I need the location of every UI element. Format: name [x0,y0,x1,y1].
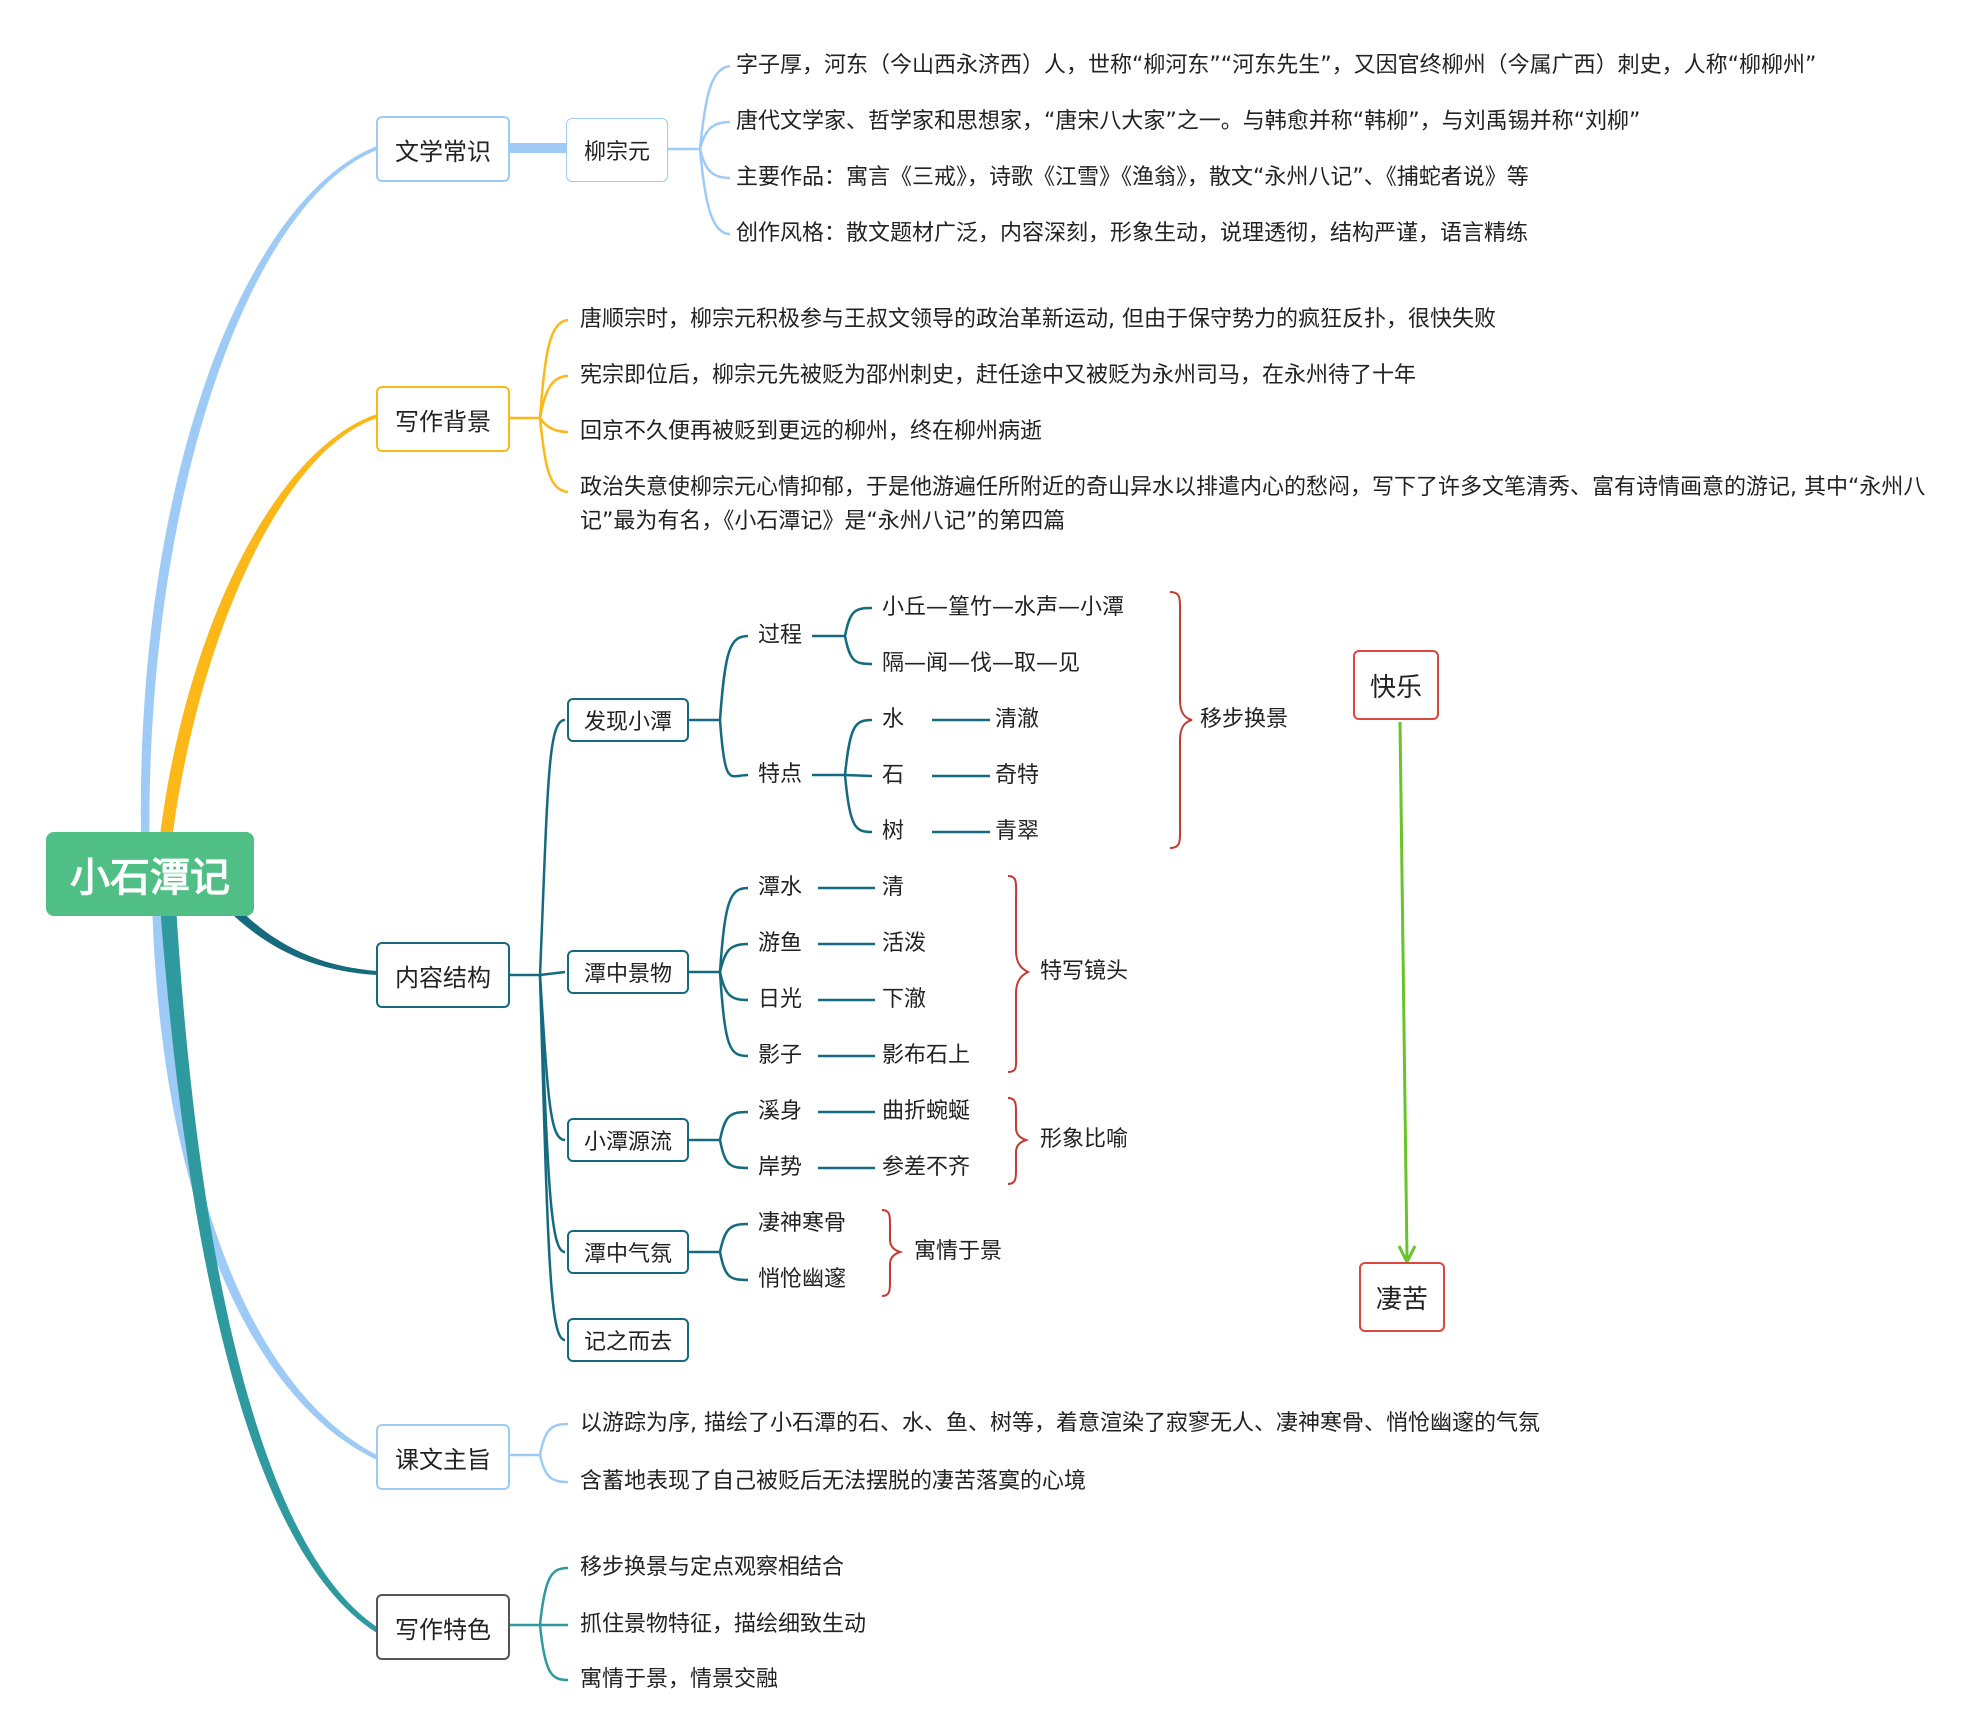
connector-source [689,1110,875,1170]
scene-value: 影布石上 [882,1043,971,1068]
topic-background[interactable]: 写作背景 [376,386,510,452]
feature-key: 树 [882,819,905,844]
scene-key: 日光 [758,987,803,1012]
emotion-to[interactable]: 凄苦 [1359,1262,1445,1332]
feature-value: 奇特 [995,763,1040,788]
section-leave[interactable]: 记之而去 [567,1318,689,1362]
background-item: 宪宗即位后，柳宗元先被贬为邵州刺史，赶任途中又被贬为永州司马，在永州待了十年 [580,363,1417,388]
feature-item: 寓情于景，情景交融 [580,1667,779,1692]
feature-item: 抓住景物特征，描绘细致生动 [580,1612,867,1637]
fact-item: 创作风格：散文题材广泛，内容深刻，形象生动，说理透彻，结构严谨，语言精练 [736,221,1529,246]
scene-key: 潭水 [758,875,803,900]
fact-item: 主要作品：寓言《三戒》，诗歌《江雪》《渔翁》，散文“永州八记”、《捕蛇者说》等 [736,165,1529,190]
scene-value: 活泼 [882,931,927,956]
connector-features [510,1566,569,1682]
section-atmosphere[interactable]: 潭中气氛 [567,1230,689,1274]
feature-value: 青翠 [995,819,1040,844]
atmosphere-item: 悄怆幽邃 [758,1267,847,1292]
feature-item: 移步换景与定点观察相结合 [580,1555,845,1580]
process-item: 隔—闻—伐—取—见 [882,651,1081,676]
topic-literature[interactable]: 文学常识 [376,116,510,182]
topic-author[interactable]: 柳宗元 [566,118,668,182]
topic-structure[interactable]: 内容结构 [376,942,510,1008]
atmosphere-item: 凄神寒骨 [758,1211,847,1236]
scene-value: 下澈 [882,987,927,1012]
topic-theme[interactable]: 课文主旨 [376,1424,510,1490]
section-scene[interactable]: 潭中景物 [567,950,689,994]
emotion-arrow [1398,721,1409,1259]
connector-author-facts [668,64,731,236]
scene-note: 特写镜头 [1040,959,1129,984]
background-item: 政治失意使柳宗元心情抑郁，于是他游遍任所附近的奇山异水以排遣内心的愁闷，写下了许… [580,475,1926,534]
theme-item: 以游踪为序, 描绘了小石潭的石、水、鱼、树等，着意渲染了寂寥无人、凄神寒骨、悄怆… [580,1411,1540,1436]
branch-background [156,414,377,874]
feature-value: 清澈 [995,707,1040,732]
connector-background-items [510,318,569,494]
source-key: 溪身 [758,1099,803,1124]
connector-theme [510,1422,569,1484]
fact-item: 字子厚，河东（今山西永济西）人，世称“柳河东”“河东先生”，又因官终柳州（今属广… [736,53,1817,78]
emotion-from[interactable]: 快乐 [1353,650,1439,720]
feature-key: 水 [882,707,905,732]
theme-item: 含蓄地表现了自己被贬后无法摆脱的凄苦落寞的心境 [580,1469,1087,1494]
root-title[interactable]: 小石潭记 [46,832,254,916]
connector-structure-sections [510,718,566,1342]
background-item: 唐顺宗时，柳宗元积极参与王叔文领导的政治革新运动, 但由于保守势力的疯狂反扑，很… [580,307,1496,332]
source-note: 形象比喻 [1040,1127,1129,1152]
connector-discover [689,606,990,834]
atmosphere-note: 寓情于景 [914,1239,1003,1264]
discover-process-label: 过程 [758,623,803,648]
connector-scene [689,886,875,1058]
braces [881,591,1193,1297]
branch-features [160,905,377,1633]
fact-item: 唐代文学家、哲学家和思想家，“唐宋八大家”之一。与韩愈并称“韩柳”，与刘禹锡并称… [736,109,1641,134]
feature-key: 石 [882,763,905,788]
section-discover[interactable]: 发现小潭 [567,698,689,742]
connector-atmosphere [689,1222,749,1282]
discover-features-label: 特点 [758,762,803,787]
process-item: 小丘—篁竹—水声—小潭 [882,595,1125,620]
branch-theme [152,900,377,1460]
scene-value: 清 [882,875,905,900]
scene-key: 影子 [758,1043,803,1068]
section-source[interactable]: 小潭源流 [567,1118,689,1162]
source-value: 曲折蜿蜒 [882,1099,971,1124]
source-key: 岸势 [758,1155,803,1180]
scene-key: 游鱼 [758,931,803,956]
topic-features[interactable]: 写作特色 [376,1594,510,1660]
background-item: 回京不久便再被贬到更远的柳州，终在柳州病逝 [580,419,1043,444]
discover-note: 移步换景 [1200,707,1289,732]
source-value: 参差不齐 [882,1155,971,1180]
